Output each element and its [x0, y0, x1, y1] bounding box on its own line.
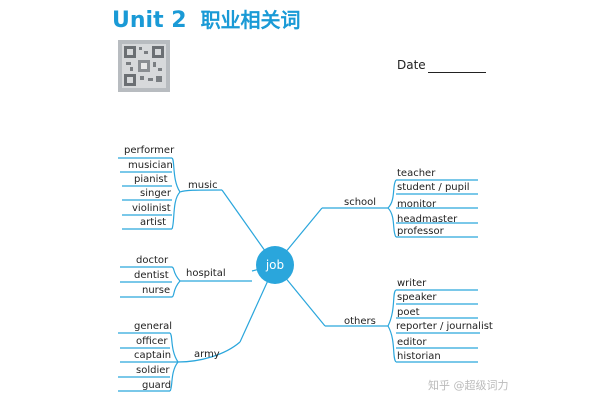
word-headmaster: headmaster [397, 214, 458, 225]
unit-title: Unit 2 职业相关词 [112, 4, 301, 33]
word-poet: poet [397, 307, 420, 318]
word-nurse: nurse [142, 285, 171, 296]
qr-code-icon[interactable] [118, 40, 170, 92]
date-label: Date [397, 58, 426, 72]
word-dentist: dentist [134, 270, 169, 281]
word-violinist: violinist [132, 203, 171, 214]
unit-topic: 职业相关词 [200, 8, 301, 32]
word-guard: guard [142, 380, 172, 391]
branch-label-others: others [344, 316, 376, 327]
word-professor: professor [397, 226, 444, 237]
word-teacher: teacher [397, 168, 436, 179]
word-reporter-journalist: reporter / journalist [396, 321, 493, 332]
date-input-line[interactable] [428, 72, 486, 73]
branch-label-school: school [344, 197, 377, 208]
unit-number: Unit 2 [112, 8, 187, 33]
word-pianist: pianist [134, 174, 168, 185]
word-monitor: monitor [397, 199, 437, 210]
word-doctor: doctor [136, 255, 169, 266]
word-student-pupil: student / pupil [397, 182, 470, 193]
word-singer: singer [140, 188, 171, 199]
watermark: 知乎 @超级词力 [428, 379, 509, 392]
word-artist: artist [140, 217, 167, 228]
branch-label-army: army [194, 349, 220, 360]
branch-label-hospital: hospital [186, 268, 226, 279]
word-editor: editor [397, 337, 427, 348]
word-musician: musician [128, 160, 173, 171]
word-performer: performer [124, 145, 175, 156]
word-speaker: speaker [397, 292, 437, 303]
word-writer: writer [397, 278, 427, 289]
word-general: general [134, 321, 173, 332]
center-node-job: job [256, 246, 294, 284]
word-officer: officer [136, 336, 168, 347]
word-captain: captain [134, 350, 172, 361]
word-soldier: soldier [136, 365, 170, 376]
branch-label-music: music [188, 180, 218, 191]
word-historian: historian [397, 351, 441, 362]
